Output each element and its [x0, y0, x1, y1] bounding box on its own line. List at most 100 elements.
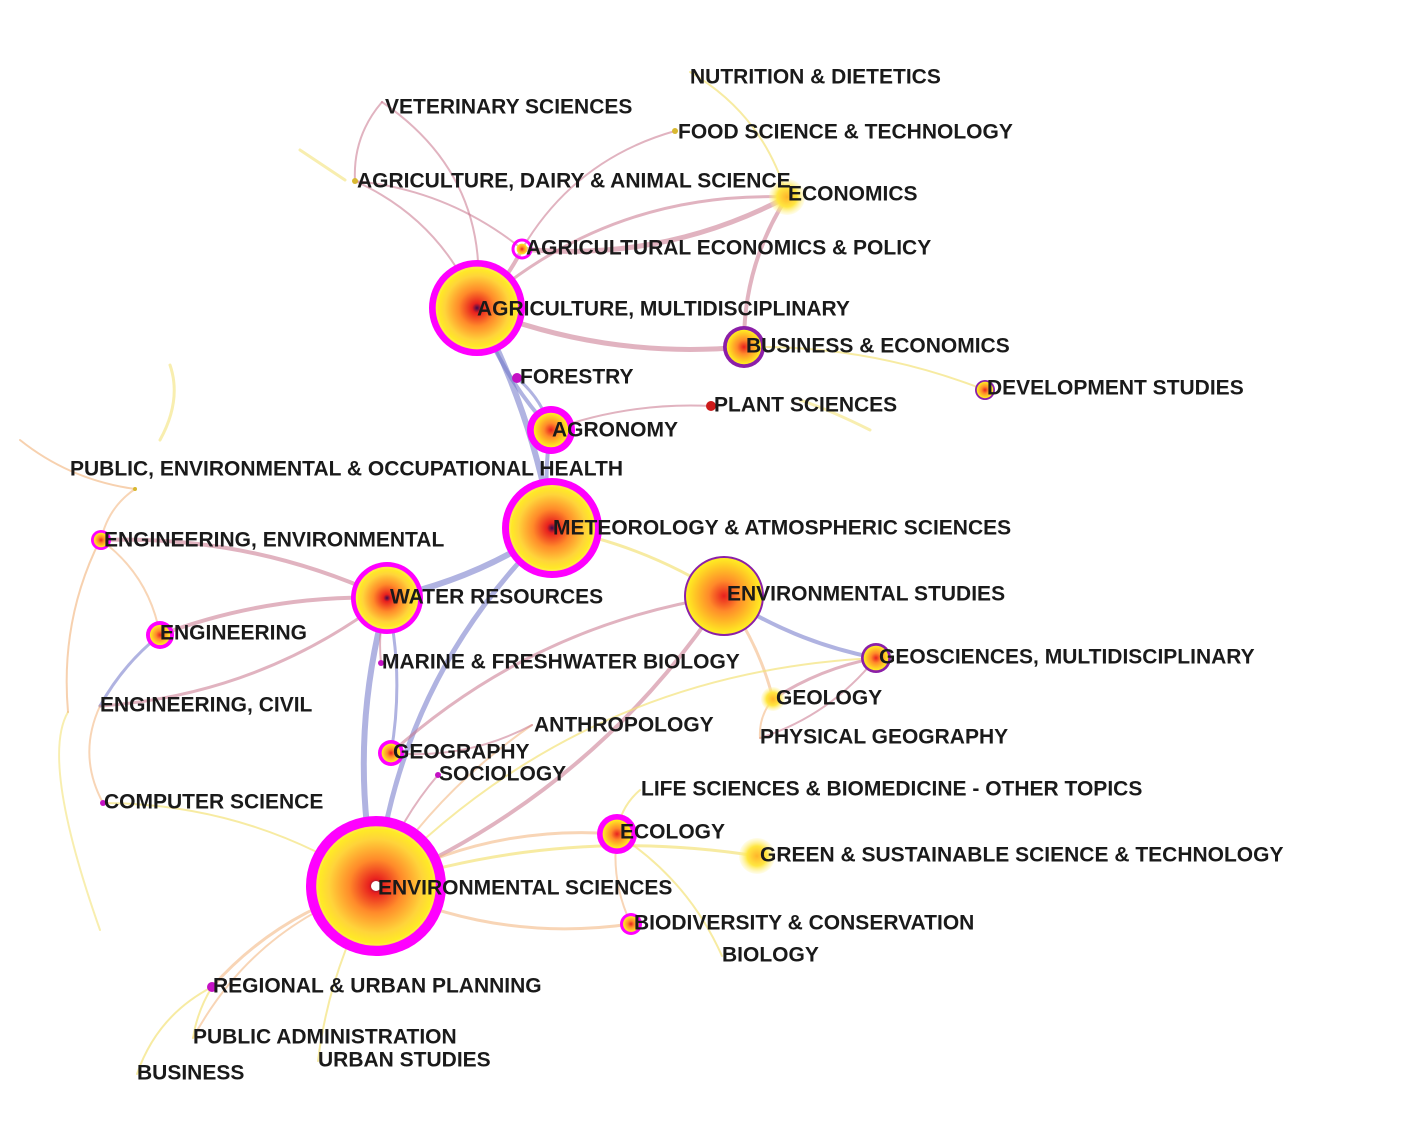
- node-dot: [672, 128, 678, 134]
- label-public-health: PUBLIC, ENVIRONMENTAL & OCCUPATIONAL HEA…: [70, 458, 623, 481]
- node-comp-sci[interactable]: [100, 800, 106, 806]
- edge-geo_multi-phys_geo: [759, 657, 877, 739]
- label-meteorology: METEOROLOGY & ATMOSPHERIC SCIENCES: [553, 517, 1011, 540]
- node-layer: [91, 128, 995, 992]
- node-geo-multi[interactable]: [861, 643, 891, 673]
- node-agri-multi[interactable]: [429, 260, 525, 356]
- node-public-health[interactable]: [133, 487, 137, 491]
- node-core: [976, 381, 994, 399]
- node-core: [623, 916, 639, 932]
- edge-env_sci-geo_multi: [375, 657, 877, 887]
- node-core: [533, 412, 569, 448]
- label-eng-env: ENGINEERING, ENVIRONMENTAL: [104, 529, 444, 552]
- node-business-econ[interactable]: [723, 326, 765, 368]
- node-dev-studies[interactable]: [975, 380, 995, 400]
- label-agronomy: AGRONOMY: [552, 419, 678, 442]
- label-env-studies: ENVIRONMENTAL STUDIES: [727, 583, 1005, 606]
- node-env-studies[interactable]: [684, 556, 764, 636]
- node-food[interactable]: [672, 128, 678, 134]
- node-sociology[interactable]: [435, 772, 441, 778]
- node-center: [371, 881, 381, 891]
- node-core: [381, 743, 401, 763]
- node-biodiversity[interactable]: [620, 913, 642, 935]
- node-geology[interactable]: [761, 687, 785, 711]
- node-ecology[interactable]: [597, 814, 637, 854]
- label-food: FOOD SCIENCE & TECHNOLOGY: [678, 121, 1013, 144]
- edge-agri_econ-agri_dairy: [354, 180, 523, 250]
- node-core: [726, 329, 762, 365]
- node-meteorology[interactable]: [502, 478, 602, 578]
- label-geography: GEOGRAPHY: [393, 741, 530, 764]
- node-plant[interactable]: [706, 401, 716, 411]
- node-core-edge: [355, 566, 419, 630]
- node-agri-econ[interactable]: [511, 238, 533, 260]
- node-core: [863, 645, 889, 671]
- node-agronomy[interactable]: [527, 406, 575, 454]
- label-geology: GEOLOGY: [776, 687, 882, 710]
- edge-anthropology-geography: [390, 724, 533, 756]
- node-core: [761, 687, 785, 711]
- node-marine[interactable]: [378, 660, 384, 666]
- label-biology: BIOLOGY: [722, 944, 819, 967]
- label-agri-dairy: AGRICULTURE, DAIRY & ANIMAL SCIENCE: [357, 170, 791, 193]
- node-dot: [352, 178, 358, 184]
- node-dot: [378, 660, 384, 666]
- label-agri-econ: AGRICULTURAL ECONOMICS & POLICY: [526, 237, 931, 260]
- node-agri-dairy[interactable]: [352, 178, 358, 184]
- node-core: [686, 558, 762, 634]
- label-phys-geo: PHYSICAL GEOGRAPHY: [760, 726, 1008, 749]
- node-dot: [706, 401, 716, 411]
- label-water: WATER RESOURCES: [390, 586, 603, 609]
- label-business: BUSINESS: [137, 1062, 244, 1085]
- edge-eng_civil-comp_sci: [88, 705, 104, 804]
- edge-agri_econ-economics: [519, 194, 790, 254]
- node-regional[interactable]: [207, 982, 217, 992]
- label-biodiversity: BIODIVERSITY & CONSERVATION: [634, 912, 974, 935]
- node-geography[interactable]: [378, 740, 404, 766]
- label-green: GREEN & SUSTAINABLE SCIENCE & TECHNOLOGY: [760, 844, 1283, 867]
- edge-agri_dairy-veterinary: [353, 101, 383, 182]
- edge-agri_econ-food: [521, 130, 676, 250]
- label-regional: REGIONAL & URBAN PLANNING: [213, 975, 542, 998]
- node-economics[interactable]: [769, 179, 805, 215]
- edge-economics-nutrition: [689, 71, 788, 198]
- label-ecology: ECOLOGY: [620, 821, 725, 844]
- edge-engineering-eng_env: [100, 539, 161, 636]
- node-core: [93, 532, 109, 548]
- label-public-admin: PUBLIC ADMINISTRATION: [193, 1026, 457, 1049]
- node-dot: [207, 982, 217, 992]
- label-marine: MARINE & FRESHWATER BIOLOGY: [382, 651, 740, 674]
- node-core: [436, 267, 518, 349]
- label-plant: PLANT SCIENCES: [714, 394, 897, 417]
- label-forestry: FORESTRY: [520, 366, 634, 389]
- node-dot: [512, 373, 522, 383]
- node-engineering[interactable]: [146, 621, 174, 649]
- edge-peripheral-4: [298, 148, 347, 182]
- label-economics: ECONOMICS: [788, 183, 918, 206]
- node-green[interactable]: [739, 838, 775, 874]
- node-eng-env[interactable]: [91, 530, 111, 550]
- edge-water-eng_env: [99, 537, 389, 600]
- label-comp-sci: COMPUTER SCIENCE: [104, 791, 323, 814]
- node-core: [602, 819, 632, 849]
- node-dot: [435, 772, 441, 778]
- edge-peripheral-3: [65, 539, 101, 713]
- edge-peripheral-2: [58, 711, 101, 931]
- node-core: [149, 624, 171, 646]
- edge-water-eng_civil: [98, 596, 389, 708]
- label-eng-civil: ENGINEERING, CIVIL: [100, 694, 313, 717]
- node-core: [769, 179, 805, 215]
- node-core-edge: [435, 266, 519, 350]
- edge-peripheral-0: [158, 363, 176, 442]
- label-geo-multi: GEOSCIENCES, MULTIDISCIPLINARY: [879, 646, 1255, 669]
- node-env-sci[interactable]: [306, 816, 446, 956]
- node-core-edge: [509, 485, 595, 571]
- label-agri-multi: AGRICULTURE, MULTIDISCIPLINARY: [477, 298, 850, 321]
- label-sociology: SOCIOLOGY: [439, 763, 566, 786]
- label-anthropology: ANTHROPOLOGY: [534, 714, 714, 737]
- node-core: [516, 243, 528, 255]
- node-forestry[interactable]: [512, 373, 522, 383]
- label-engineering: ENGINEERING: [160, 622, 307, 645]
- node-water[interactable]: [351, 562, 423, 634]
